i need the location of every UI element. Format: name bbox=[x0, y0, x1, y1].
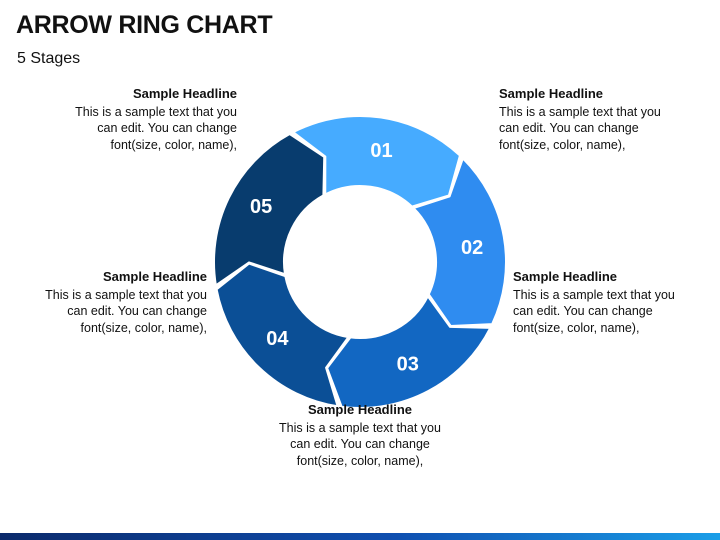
ring-segment-stage-04 bbox=[215, 262, 350, 408]
callout-text: This is a sample text that you can edit.… bbox=[279, 420, 441, 468]
callout-stage-05: Sample Headline This is a sample text th… bbox=[27, 269, 207, 336]
stage-number-label: 05 bbox=[250, 196, 272, 218]
callout-stage-03: Sample Headline This is a sample text th… bbox=[513, 269, 693, 336]
callout-headline: Sample Headline bbox=[499, 86, 604, 101]
callout-text: This is a sample text that you can edit.… bbox=[499, 104, 661, 152]
callout-stage-04: Sample Headline This is a sample text th… bbox=[270, 402, 450, 469]
ring-segment-stage-05 bbox=[213, 133, 326, 287]
stage-number-label: 04 bbox=[266, 328, 289, 350]
callout-text: This is a sample text that you can edit.… bbox=[75, 104, 237, 152]
stage-number-label: 02 bbox=[461, 237, 483, 259]
ring-segment-stage-01 bbox=[292, 115, 461, 208]
footer-accent-bar bbox=[0, 533, 720, 540]
callout-stage-02: Sample Headline This is a sample text th… bbox=[499, 86, 679, 153]
callout-stage-01: Sample Headline This is a sample text th… bbox=[57, 86, 237, 153]
stage-number-label: 03 bbox=[397, 353, 419, 375]
ring-segment-stage-02 bbox=[412, 157, 507, 327]
ring-segment-stage-03 bbox=[326, 295, 492, 409]
callout-text: This is a sample text that you can edit.… bbox=[513, 287, 675, 335]
stage-number-label: 01 bbox=[370, 140, 392, 162]
callout-headline: Sample Headline bbox=[102, 269, 207, 284]
callout-headline: Sample Headline bbox=[513, 269, 618, 284]
callout-headline: Sample Headline bbox=[132, 86, 237, 101]
page-title: ARROW RING CHART bbox=[16, 11, 273, 39]
callout-headline: Sample Headline bbox=[307, 402, 413, 417]
callout-text: This is a sample text that you can edit.… bbox=[45, 287, 207, 335]
page-subtitle: 5 Stages bbox=[17, 50, 81, 67]
